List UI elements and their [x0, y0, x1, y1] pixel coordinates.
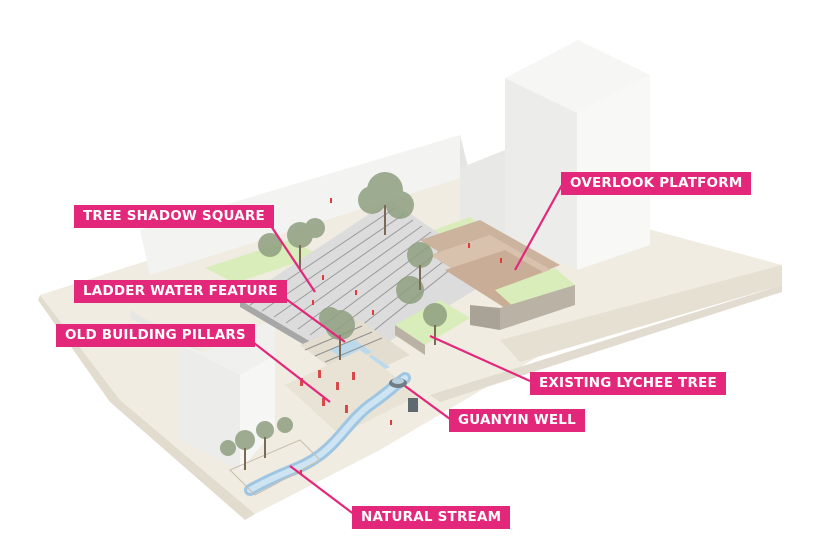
leader-ladder [274, 290, 346, 343]
leader-lychee [429, 334, 531, 383]
natural-stream-label: NATURAL STREAM [352, 506, 511, 529]
overlook-platform-label: OVERLOOK PLATFORM [561, 172, 752, 195]
leader-stream [289, 465, 356, 516]
tree-shadow-square-label: TREE SHADOW SQUARE [74, 205, 274, 228]
guanyin-well-label: GUANYIN WELL [449, 409, 585, 432]
old-building-pillars-label: OLD BUILDING PILLARS [56, 324, 255, 347]
guanyin-well [389, 378, 418, 412]
people-figures [300, 198, 502, 475]
leader-tree [264, 216, 316, 293]
leader-lines [244, 184, 563, 516]
natural-stream [229, 372, 411, 496]
overlook-terraces [420, 220, 575, 330]
leader-guanyin [404, 385, 451, 420]
leader-overlook [514, 184, 563, 271]
existing-lychee-tree-label: EXISTING LYCHEE TREE [530, 372, 726, 395]
street-edge [430, 285, 782, 402]
pillars-plaza [285, 350, 420, 435]
ladder-water-feature-label: LADDER WATER FEATURE [74, 280, 287, 303]
leader-pillars [244, 335, 331, 403]
